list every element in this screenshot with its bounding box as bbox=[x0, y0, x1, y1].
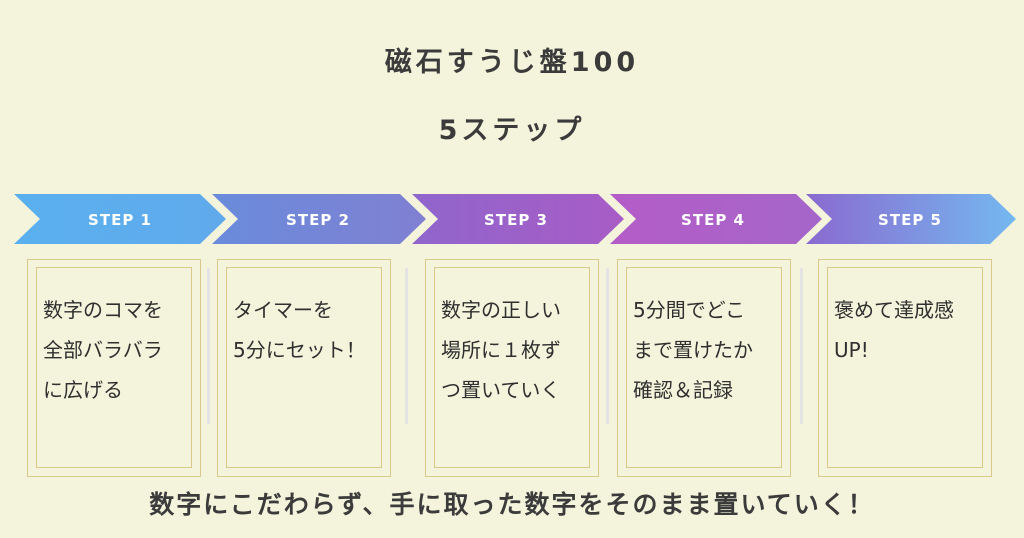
step-2-label: STEP 2 bbox=[286, 211, 350, 229]
step-3-label: STEP 3 bbox=[484, 211, 548, 229]
title-line-2: 5ステップ bbox=[438, 115, 586, 146]
step-arrows: STEP 1 STEP 2 STEP 3 STEP 4 STEP 5 bbox=[14, 194, 1016, 244]
divider bbox=[207, 268, 210, 424]
step-1-card: 数字のコマを 全部バラバラ に広げる bbox=[27, 259, 201, 477]
step-2-text: タイマーを 5分にセット！ bbox=[233, 298, 366, 362]
step-3-card: 数字の正しい 場所に１枚ず つ置いていく bbox=[425, 259, 599, 477]
step-arrow-4: STEP 4 bbox=[610, 194, 822, 244]
step-5-card-frame: 褒めて達成感 UP! bbox=[827, 267, 983, 468]
step-5-text: 褒めて達成感 UP! bbox=[834, 298, 954, 362]
step-3-card-frame: 数字の正しい 場所に１枚ず つ置いていく bbox=[434, 267, 590, 468]
step-2-card: タイマーを 5分にセット！ bbox=[217, 259, 391, 477]
footer-note: 数字にこだわらず、手に取った数字をそのまま置いていく！ bbox=[149, 490, 875, 519]
step-arrow-5: STEP 5 bbox=[806, 194, 1016, 244]
step-3-text: 数字の正しい 場所に１枚ず つ置いていく bbox=[441, 298, 561, 402]
step-arrow-2: STEP 2 bbox=[212, 194, 426, 244]
step-4-label: STEP 4 bbox=[681, 211, 745, 229]
step-5-label: STEP 5 bbox=[878, 211, 942, 229]
step-4-card: 5分間でどこ まで置けたか 確認＆記録 bbox=[617, 259, 791, 477]
divider bbox=[606, 268, 609, 424]
step-1-text: 数字のコマを 全部バラバラ に広げる bbox=[43, 298, 163, 402]
step-2-card-frame: タイマーを 5分にセット！ bbox=[226, 267, 382, 468]
step-1-label: STEP 1 bbox=[88, 211, 152, 229]
title-line-1: 磁石すうじ盤100 bbox=[384, 47, 640, 78]
step-4-card-frame: 5分間でどこ まで置けたか 確認＆記録 bbox=[626, 267, 782, 468]
step-4-text: 5分間でどこ まで置けたか 確認＆記録 bbox=[633, 298, 753, 402]
divider bbox=[800, 268, 803, 424]
step-5-card: 褒めて達成感 UP! bbox=[818, 259, 992, 477]
step-arrow-3: STEP 3 bbox=[412, 194, 624, 244]
step-arrow-1: STEP 1 bbox=[14, 194, 226, 244]
divider bbox=[405, 268, 408, 424]
step-1-card-frame: 数字のコマを 全部バラバラ に広げる bbox=[36, 267, 192, 468]
